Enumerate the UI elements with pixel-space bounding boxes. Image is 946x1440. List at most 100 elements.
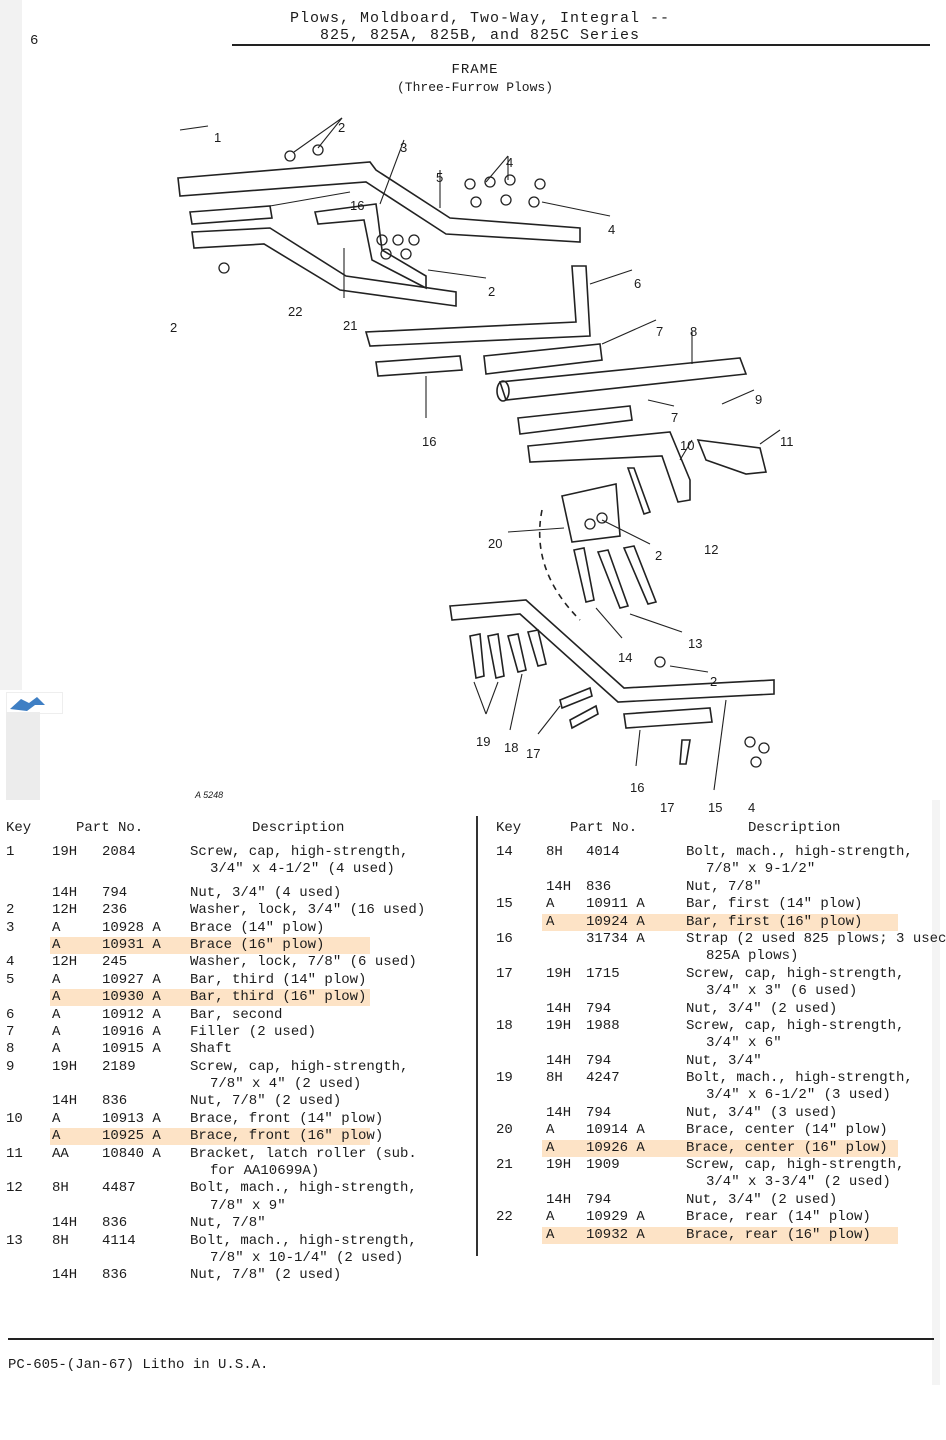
cell-part-prefix: A	[52, 989, 61, 1006]
cell-description: Shaft	[190, 1041, 233, 1058]
page-number: 6	[30, 33, 39, 49]
table-row: 7/8" x 9-1/2"	[496, 861, 940, 878]
cell-part-number: 10915 A	[102, 1041, 161, 1058]
cell-part-prefix: 8H	[52, 1180, 69, 1197]
cell-key: 21	[496, 1157, 513, 1174]
callout-label: 4	[608, 222, 616, 237]
callout-label: 2	[655, 548, 663, 563]
figure-number: A 5248	[195, 790, 224, 800]
callout-label: 20	[488, 536, 503, 551]
header-line-2: 825, 825A, 825B, and 825C Series	[319, 27, 641, 44]
cell-part-number: 794	[586, 1191, 612, 1208]
table-row: 7/8" x 9"	[6, 1198, 470, 1215]
cell-description: Nut, 3/4" (2 used)	[686, 1191, 838, 1208]
header-line-1: Plows, Moldboard, Two-Way, Integral --	[289, 10, 671, 27]
cell-key: 8	[6, 1041, 15, 1058]
cell-description: Bar, first (14" plow)	[686, 896, 863, 913]
callout-label: 15	[708, 800, 723, 815]
callout-label: 22	[288, 304, 303, 319]
cell-description: Washer, lock, 7/8" (6 used)	[190, 954, 417, 971]
cell-part-prefix: 14H	[52, 1267, 78, 1284]
cell-part-prefix: A	[52, 936, 61, 953]
cell-part-number: 10927 A	[102, 971, 161, 988]
cell-part-prefix: AA	[52, 1145, 69, 1162]
cell-description: Brace, rear (14" plow)	[686, 1209, 871, 1226]
callout-label: 12	[704, 542, 719, 557]
cell-key: 17	[496, 965, 513, 982]
cell-description: 3/4" x 6-1/2" (3 used)	[706, 1087, 891, 1104]
cell-key: 12	[6, 1180, 23, 1197]
cell-part-prefix: A	[52, 1128, 61, 1145]
cell-description: Brace, center (16" plow)	[686, 1139, 888, 1156]
callout-label: 1	[214, 130, 222, 145]
cell-description: Strap (2 used 825 plows; 3 usec	[686, 930, 946, 947]
cell-description: Brace, rear (16" plow)	[686, 1226, 871, 1243]
part-brace-center	[561, 483, 621, 543]
cell-description: Bolt, mach., high-strength,	[686, 844, 913, 860]
cell-part-number: 836	[102, 1093, 128, 1110]
cell-part-number: 10931 A	[102, 936, 161, 953]
callout-label: 18	[504, 740, 519, 755]
part-strap-upper	[189, 205, 273, 225]
bird-icon	[10, 697, 45, 711]
cell-description: Bar, first (16" plow)	[686, 913, 863, 930]
cell-description: Nut, 7/8" (2 used)	[190, 1093, 342, 1110]
cell-description: Bar, third (16" plow)	[190, 989, 367, 1006]
cell-description: Nut, 3/4"	[686, 1052, 762, 1069]
cell-part-number: 836	[586, 878, 612, 895]
cell-description: for AA10699A)	[210, 1163, 320, 1180]
cell-description: 3/4" x 4-1/2" (4 used)	[210, 861, 395, 878]
cell-part-number: 794	[586, 1000, 612, 1017]
cell-part-prefix: A	[546, 1209, 555, 1226]
cell-key: 15	[496, 896, 513, 913]
footer-rule	[8, 1338, 934, 1340]
figure-subtitle: (Three-Furrow Plows)	[396, 80, 554, 95]
callout-label: 19	[476, 734, 491, 749]
part-brace-rear	[191, 227, 457, 307]
cell-part-prefix: 19H	[546, 965, 572, 982]
cell-key: 9	[6, 1058, 15, 1075]
cell-part-prefix: A	[546, 1139, 555, 1156]
callout-label: 7	[656, 324, 664, 339]
cell-part-prefix: 14H	[546, 1191, 572, 1208]
cell-description: Bolt, mach., high-strength,	[686, 1070, 913, 1087]
callout-label: 2	[710, 674, 718, 689]
cell-key: 13	[6, 1232, 23, 1249]
callout-label: 4	[748, 800, 756, 815]
cell-description: Brace, front (14" plow)	[190, 1110, 384, 1127]
cell-key: 3	[6, 919, 15, 936]
cell-key: 1	[6, 844, 15, 860]
cell-key: 5	[6, 971, 15, 988]
column-divider	[476, 816, 478, 1256]
cell-part-prefix: 14H	[546, 1104, 572, 1121]
viewer-logo[interactable]	[6, 692, 63, 800]
cell-description: Screw, cap, high-strength,	[686, 1017, 905, 1034]
cell-part-prefix: 8H	[546, 844, 563, 860]
cell-part-prefix: A	[546, 896, 555, 913]
scan-margin-left	[0, 0, 22, 690]
cell-description: Nut, 3/4" (4 used)	[190, 884, 342, 901]
cell-part-number: 10840 A	[102, 1145, 161, 1162]
cell-description: Nut, 7/8" (2 used)	[190, 1267, 342, 1284]
cell-part-number: 10911 A	[586, 896, 645, 913]
part-bar-second	[364, 265, 591, 347]
cell-part-number: 4247	[586, 1070, 620, 1087]
header-description: Description	[748, 820, 841, 836]
exploded-frame-diagram	[177, 117, 781, 791]
cell-description: 3/4" x 3-3/4" (2 used)	[706, 1174, 891, 1191]
